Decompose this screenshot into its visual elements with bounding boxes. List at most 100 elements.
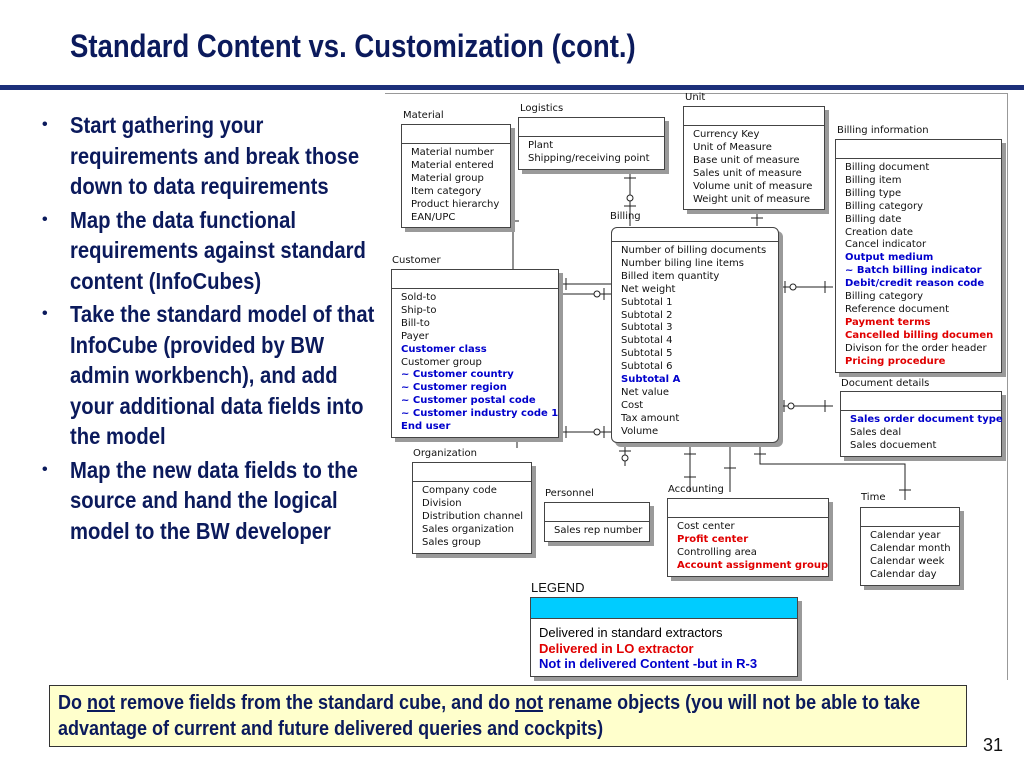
field-item: ~ Customer region <box>401 382 507 394</box>
entity-header <box>612 228 778 242</box>
entity-header <box>684 107 824 126</box>
field-item: Billing type <box>845 187 902 199</box>
field-item: Delivered in standard extractors <box>539 625 723 640</box>
entity-header <box>861 508 959 527</box>
entity-label-customer: Customer <box>392 255 441 266</box>
bullet-text: Map the data functional requirements aga… <box>70 206 366 294</box>
entity-label-accounting: Accounting <box>668 484 724 495</box>
bullet-text: Map the new data fields to the source an… <box>70 456 358 544</box>
field-item: Sales unit of measure <box>693 167 802 179</box>
field-item: Sold-to <box>401 292 437 303</box>
field-item: Calendar week <box>870 555 945 567</box>
bullet-text: Start gathering your requirements and br… <box>70 112 360 199</box>
field-item: Cancel indicator <box>845 239 927 251</box>
field-item: Creation date <box>845 226 914 238</box>
field-item: Calendar year <box>870 530 941 541</box>
field-item: Account assignment group <box>677 559 829 571</box>
field-item: Tax amount <box>621 412 680 424</box>
field-item: Payer <box>401 330 429 342</box>
field-item: Customer class <box>401 343 487 355</box>
field-item: Material number <box>411 147 494 158</box>
field-item: Billing category <box>845 200 924 212</box>
field-item: Pricing procedure <box>845 355 946 367</box>
entity-header <box>841 392 1001 411</box>
field-item: Currency Key <box>693 129 760 140</box>
entity-label-document-details: Document details <box>841 378 930 389</box>
entity-label-unit: Unit <box>685 92 706 103</box>
field-item: Volume <box>621 425 659 437</box>
field-item: Net weight <box>621 283 676 295</box>
note-part: rename objects (you will not be able to … <box>58 692 921 740</box>
field-item: Payment terms <box>845 316 931 328</box>
entity-label-time: Time <box>861 492 886 503</box>
field-item: Controlling area <box>677 546 757 558</box>
field-item: Subtotal 4 <box>621 335 673 347</box>
bullet-list: Start gathering your requirements and br… <box>40 110 385 549</box>
slide-title: Standard Content vs. Customization (cont… <box>70 28 636 64</box>
field-item: Reference document <box>845 303 949 315</box>
relationship-lines <box>507 170 911 500</box>
field-item: Weight unit of measure <box>693 193 811 205</box>
field-item: End user <box>401 421 451 433</box>
field-item: ~ Batch billing indicator <box>845 265 982 277</box>
field-item: Volume unit of measure <box>693 180 813 192</box>
field-item: Unit of Measure <box>693 141 772 153</box>
field-item: Ship-to <box>401 304 437 316</box>
field-item: Company code <box>422 485 497 496</box>
field-item: Customer group <box>401 356 482 368</box>
field-item: Billing date <box>845 213 902 225</box>
field-item: Calendar day <box>870 568 937 580</box>
field-list: Sales rep number <box>545 522 649 541</box>
field-item: Cost center <box>677 521 735 532</box>
bullet-item: Map the new data fields to the source an… <box>40 455 385 547</box>
field-item: ~ Customer industry code 1 <box>401 408 559 420</box>
field-item: Number biling line items <box>621 257 744 269</box>
field-item: Output medium <box>845 252 934 264</box>
field-item: Sales organization <box>422 523 514 535</box>
bullet-text: Take the standard model of that InfoCube… <box>70 301 375 449</box>
field-item: Subtotal 5 <box>621 348 673 360</box>
field-item: Cost <box>621 399 644 411</box>
field-item: Base unit of measure <box>693 154 800 166</box>
entity-header <box>402 125 510 144</box>
slide-number: 31 <box>983 735 1004 755</box>
field-item: Product hierarchy <box>411 198 500 210</box>
entity-personnel: Sales rep number <box>544 502 650 542</box>
entity-label-logistics: Logistics <box>520 103 564 114</box>
field-item: Item category <box>411 185 482 197</box>
field-item: Material entered <box>411 159 494 171</box>
field-item: Not in delivered Content -but in R-3 <box>539 656 758 671</box>
bullet-item: Map the data functional requirements aga… <box>40 205 385 297</box>
note-emphasis: not <box>86 692 115 714</box>
entity-header <box>545 503 649 522</box>
field-item: Calendar month <box>870 542 951 554</box>
field-item: Bill-to <box>401 317 430 329</box>
entity-label-billing-information: Billing information <box>837 125 929 136</box>
entity-header <box>668 499 828 518</box>
title-rule <box>0 85 1024 90</box>
note-part: remove fields from the standard cube, an… <box>114 692 516 714</box>
field-item: Sales deal <box>850 426 902 438</box>
entity-label-personnel: Personnel <box>545 488 594 499</box>
bullet-item: Start gathering your requirements and br… <box>40 110 385 202</box>
field-item: Billing category <box>845 291 924 303</box>
field-item: Subtotal 6 <box>621 361 673 373</box>
field-item: ~ Customer postal code <box>401 395 536 407</box>
field-item: Sales docuement <box>850 439 937 451</box>
